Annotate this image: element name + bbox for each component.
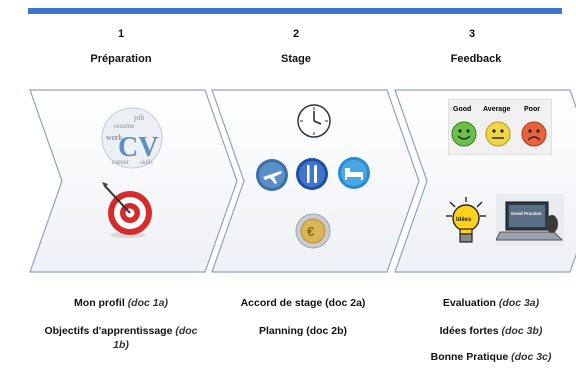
rating-good-label: Good <box>453 106 471 113</box>
idea-bulb-text: Idées <box>456 217 472 223</box>
cv-wordcloud-icon: job resume work CV career skills <box>101 107 163 169</box>
idea-bulb-icon: Idées <box>446 197 486 243</box>
airplane-icon <box>256 159 288 191</box>
average-face-icon <box>485 121 511 147</box>
doc-2a-label: Accord de stage (doc 2a) <box>240 297 366 309</box>
rating-average-label: Average <box>483 106 510 113</box>
laptop-good-practice-icon: Good Practice <box>496 194 564 246</box>
doc-3a-label: Evaluation (doc 3a) <box>442 297 540 309</box>
doc-2b-label: Planning (doc 2b) <box>258 325 348 337</box>
doc-3c-label: Bonne Pratique (doc 3c) <box>430 351 552 363</box>
cv-word-career: career <box>112 158 130 166</box>
clock-icon <box>297 104 331 138</box>
cv-word-work: work <box>106 133 122 142</box>
cv-big-letters: CV <box>118 132 158 163</box>
bed-icon <box>338 157 370 189</box>
step-number-2: 2 <box>292 28 300 40</box>
good-face-icon <box>451 121 477 147</box>
cv-word-job: job <box>133 113 144 122</box>
cv-word-resume: resume <box>114 122 134 130</box>
svg-text:€: € <box>307 224 314 239</box>
rating-faces-icon: Good Average Poor <box>448 99 552 155</box>
step-number-1: 1 <box>117 28 125 40</box>
step-number-3: 3 <box>468 28 476 40</box>
restaurant-icon <box>296 158 328 190</box>
cv-word-skills: skills <box>140 160 153 166</box>
poor-face-icon <box>521 121 547 147</box>
chevron-step-1 <box>29 89 238 273</box>
doc-3b-label: Idées fortes (doc 3b) <box>439 325 543 337</box>
top-accent-bar <box>28 8 562 14</box>
doc-1b-label: Objectifs d'apprentissage (doc 1b) <box>44 325 198 351</box>
euro-coin-icon: € <box>295 213 331 249</box>
step-title-stage: Stage <box>281 53 311 65</box>
doc-1a-label: Mon profil (doc 1a) <box>74 297 168 309</box>
laptop-screen-text: Good Practice <box>511 211 542 216</box>
rating-poor-label: Poor <box>524 106 540 113</box>
step-title-feedback: Feedback <box>450 53 502 65</box>
target-dart-icon <box>102 182 152 238</box>
step-title-preparation: Préparation <box>90 53 152 65</box>
